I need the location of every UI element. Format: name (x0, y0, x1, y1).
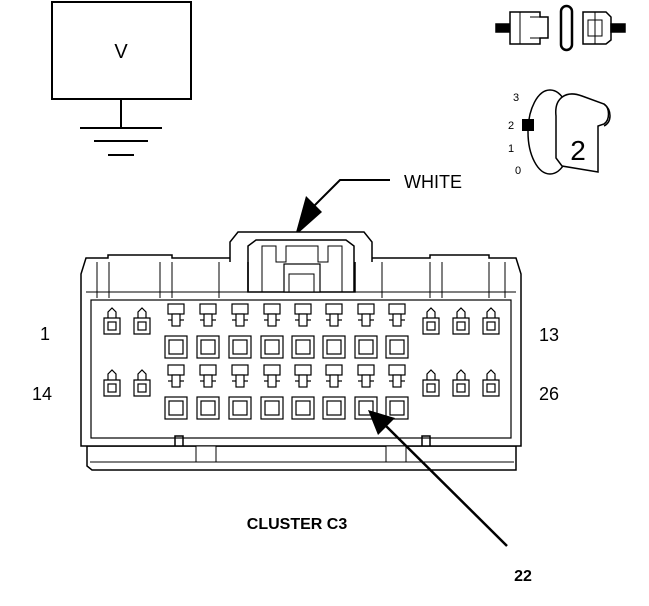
center-pin-cavity (164, 364, 188, 420)
center-pin-cavity (291, 364, 315, 420)
center-pin-cavity (322, 364, 346, 420)
pin-22-arrowhead (368, 410, 395, 435)
center-pin-cavity (164, 303, 188, 359)
center-pin-cavity (260, 364, 284, 420)
wire-color-leader (307, 179, 390, 213)
side-pin-cavity (452, 369, 470, 397)
center-pin-cavity (385, 303, 409, 359)
voltmeter (51, 1, 192, 156)
pin-label-1: 1 (40, 324, 50, 344)
pin-label-26: 26 (539, 384, 559, 404)
side-pin-cavity (452, 307, 470, 335)
side-pin-cavity (422, 307, 440, 335)
ignition-position-0: 0 (515, 165, 521, 177)
pin-label-13: 13 (539, 325, 559, 345)
connector-pictogram-icon (495, 4, 626, 52)
side-pin-cavity (482, 369, 500, 397)
center-pin-cavity (196, 364, 220, 420)
ignition-position-3: 3 (513, 92, 519, 104)
pin-label-14: 14 (32, 384, 52, 404)
voltmeter-symbol: V (114, 41, 128, 63)
center-pin-cavity (291, 303, 315, 359)
ignition-position-2: 2 (508, 120, 514, 132)
pin-22-leader (385, 425, 508, 547)
ignition-position-1: 1 (508, 143, 514, 155)
side-pin-cavity (133, 307, 151, 335)
connector-name: CLUSTER C3 (247, 516, 348, 533)
connector-pin-cavities (103, 303, 500, 420)
center-pin-cavity (228, 364, 252, 420)
side-pin-cavity (422, 369, 440, 397)
ignition-switch-icon (522, 89, 611, 175)
ignition-position-marker (522, 119, 534, 131)
center-pin-cavity (385, 364, 409, 420)
ignition-key-position-label: 2 (570, 135, 586, 166)
wire-color-arrowhead (295, 196, 322, 236)
wire-color-label: WHITE (404, 172, 462, 192)
pin-22-label: 22 (514, 568, 532, 585)
center-pin-cavity (196, 303, 220, 359)
side-pin-cavity (103, 369, 121, 397)
center-pin-cavity (260, 303, 284, 359)
center-pin-cavity (322, 303, 346, 359)
center-pin-cavity (228, 303, 252, 359)
side-pin-cavity (133, 369, 151, 397)
side-pin-cavity (103, 307, 121, 335)
side-pin-cavity (482, 307, 500, 335)
center-pin-cavity (354, 303, 378, 359)
